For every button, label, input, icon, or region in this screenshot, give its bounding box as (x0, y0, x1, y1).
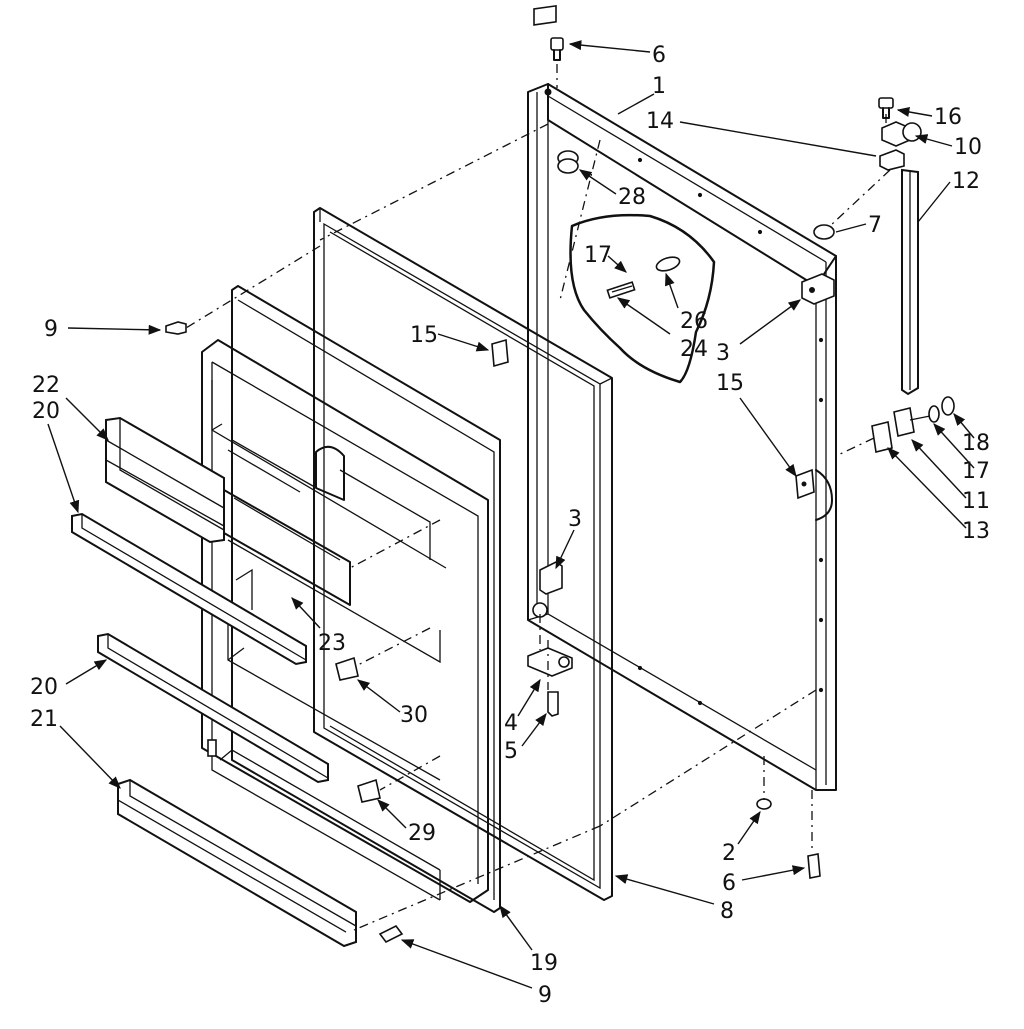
handle-bar-12 (901, 168, 919, 396)
hinge-assembly-right (871, 396, 955, 453)
alignment-lines (185, 64, 891, 931)
hinge-10 (879, 121, 922, 171)
callout-14: 14 (646, 109, 674, 134)
callout-16: 16 (934, 105, 962, 130)
callout-11: 11 (962, 489, 990, 514)
callout-1: 1 (652, 74, 666, 99)
callout-22: 22 (32, 373, 60, 398)
callout-28: 28 (618, 185, 646, 210)
callout-labels: 6 1 16 14 10 12 28 7 17 26 24 9 15 3 15 … (30, 43, 990, 1008)
callout-5: 5 (504, 739, 518, 764)
callout-8: 8 (720, 899, 734, 924)
callout-17-upper: 17 (584, 243, 612, 268)
callout-30: 30 (400, 703, 428, 728)
callout-13: 13 (962, 519, 990, 544)
outer-door-panel (527, 4, 837, 791)
callout-9-bottom: 9 (538, 983, 552, 1008)
door-gasket (313, 207, 613, 901)
callout-3-top: 3 (716, 341, 730, 366)
hinge-3-bottom (532, 561, 563, 618)
inner-door-liner (201, 285, 501, 913)
callout-6-top: 6 (652, 43, 666, 68)
callout-15-left: 15 (410, 323, 438, 348)
callout-20-lower: 20 (30, 675, 58, 700)
callout-21: 21 (30, 707, 58, 732)
door-stop-15a (491, 338, 509, 368)
shelf-retainer-22 (105, 416, 351, 606)
callout-20-upper: 20 (32, 399, 60, 424)
callout-7: 7 (868, 213, 882, 238)
callout-17-lower: 17 (962, 459, 990, 484)
callout-10: 10 (954, 135, 982, 160)
callout-6-bottom: 6 (722, 871, 736, 896)
washer-2 (756, 798, 772, 810)
screw-6-top (550, 37, 564, 61)
callout-24: 24 (680, 337, 708, 362)
shelf-bar-20-lower (97, 632, 329, 784)
plug-7 (813, 224, 835, 240)
callout-15-right: 15 (716, 371, 744, 396)
callout-12: 12 (952, 169, 980, 194)
callout-9-top: 9 (44, 317, 58, 342)
cutaway-detail (569, 213, 716, 384)
clip-30 (335, 656, 359, 681)
screw-9-top (165, 321, 187, 335)
callout-3-bottom: 3 (568, 507, 582, 532)
screw-5 (547, 691, 559, 717)
shelf-bar-21 (117, 778, 357, 948)
screw-9-bottom (378, 924, 404, 944)
hinge-3-top (801, 273, 835, 305)
callout-2: 2 (722, 841, 736, 866)
hinge-4 (527, 647, 573, 677)
leader-lines (47, 40, 975, 989)
clip-29 (357, 778, 381, 803)
door-stop-15b (795, 468, 815, 500)
callout-18: 18 (962, 431, 990, 456)
grommet-28 (557, 150, 579, 174)
shelf-bar-20-upper (71, 512, 307, 666)
screw-6-bottom (807, 853, 821, 879)
callout-4: 4 (504, 711, 518, 736)
callout-29: 29 (408, 821, 436, 846)
callout-19: 19 (530, 951, 558, 976)
callout-23: 23 (318, 631, 346, 656)
callout-26: 26 (680, 309, 708, 334)
